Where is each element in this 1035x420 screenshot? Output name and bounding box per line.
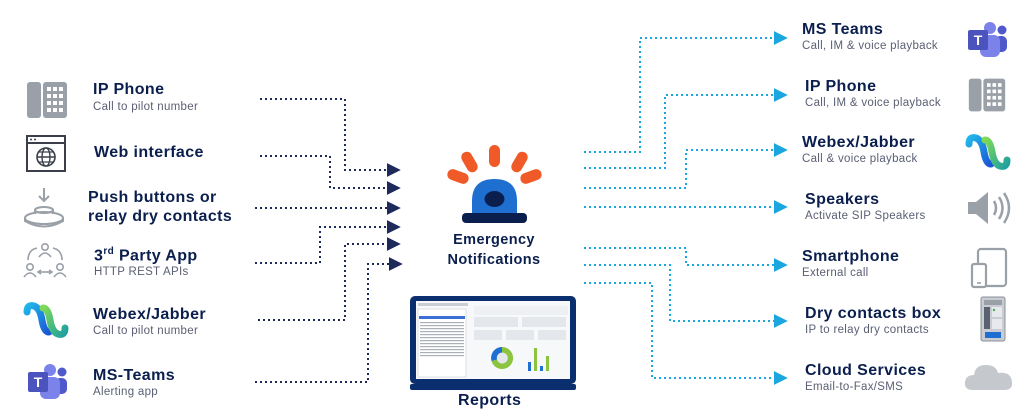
output-subtitle: External call xyxy=(802,267,869,279)
output-title: Dry contacts box xyxy=(805,305,942,322)
input-subtitle: Call to pilot number xyxy=(93,325,199,337)
output-subtitle: Call & voice playback xyxy=(802,153,918,165)
input-push-buttons xyxy=(22,186,66,233)
emergency-beacon xyxy=(440,143,550,232)
output-smartphone xyxy=(970,247,1008,293)
input-title: Push buttons or xyxy=(88,189,217,206)
smartphone-tablet-icon xyxy=(970,247,1008,289)
output-title: Speakers xyxy=(805,191,880,208)
output-title: MS Teams xyxy=(802,21,884,38)
output-subtitle: Activate SIP Speakers xyxy=(805,210,926,222)
arrow-teams-out xyxy=(584,31,788,153)
output-title: Webex/Jabber xyxy=(802,134,915,151)
desk-phone-icon xyxy=(27,82,67,118)
input-title: 3rd Party App xyxy=(94,246,198,265)
arrow-smartphone-out xyxy=(584,247,788,272)
input-3rd-party xyxy=(22,240,68,287)
output-speakers xyxy=(966,190,1014,231)
svg-text:T: T xyxy=(974,32,983,48)
arrow-web-in xyxy=(260,155,401,195)
arrow-cloud-out xyxy=(584,282,788,385)
arrow-ipphone-out xyxy=(584,88,788,169)
network-users-icon xyxy=(23,242,67,278)
input-title-rest: Party App xyxy=(114,247,198,265)
center-label: Emergency Notifications xyxy=(436,230,552,270)
arrow-teams-in xyxy=(255,257,403,383)
output-cloud xyxy=(963,360,1015,397)
output-dry-contacts xyxy=(980,296,1006,347)
arrow-3rdparty-in xyxy=(255,220,401,264)
input-title: Webex/Jabber xyxy=(93,306,206,323)
arrow-webex-out xyxy=(584,143,788,189)
webex-icon xyxy=(23,302,69,338)
input-ip-phone xyxy=(25,78,69,127)
output-subtitle: Call, IM & voice playback xyxy=(802,40,938,52)
input-title-num: 3 xyxy=(94,247,104,265)
reports-monitor[interactable] xyxy=(410,296,576,397)
input-teams: T xyxy=(26,362,68,407)
input-title: MS-Teams xyxy=(93,367,176,384)
output-webex xyxy=(965,134,1011,175)
desk-phone-icon xyxy=(968,78,1006,112)
output-title: Smartphone xyxy=(802,248,900,265)
arrow-ip-phone-in xyxy=(260,98,401,177)
input-title: IP Phone xyxy=(93,81,165,98)
arrow-webex-in xyxy=(258,237,401,321)
teams-icon: T xyxy=(28,364,67,399)
output-teams: T xyxy=(966,20,1008,65)
output-subtitle: IP to relay dry contacts xyxy=(805,324,929,336)
center-label-line2: Notifications xyxy=(447,252,541,268)
input-subtitle: Call to pilot number xyxy=(93,101,199,113)
push-button-icon xyxy=(24,188,64,228)
relay-box-icon xyxy=(980,296,1006,342)
speaker-icon xyxy=(968,192,1011,224)
output-subtitle: Email-to-Fax/SMS xyxy=(805,381,904,393)
center-label-line1: Emergency xyxy=(453,232,535,248)
svg-text:T: T xyxy=(34,374,43,390)
cloud-icon xyxy=(964,365,1013,390)
output-ip-phone xyxy=(966,75,1008,120)
browser-globe-icon xyxy=(26,135,66,172)
reports-label: Reports xyxy=(458,392,522,409)
output-title: Cloud Services xyxy=(805,362,927,379)
input-subtitle: Alerting app xyxy=(93,386,158,398)
input-web xyxy=(26,134,66,179)
input-title: Web interface xyxy=(94,144,204,161)
arrow-drybox-out xyxy=(584,264,788,328)
emergency-beacon-icon xyxy=(447,145,542,223)
input-title-line2: relay dry contacts xyxy=(88,208,233,225)
input-title-sup: rd xyxy=(103,246,115,257)
webex-icon xyxy=(965,134,1011,170)
input-subtitle: HTTP REST APIs xyxy=(94,266,189,278)
teams-icon: T xyxy=(968,22,1007,57)
input-webex xyxy=(23,302,69,343)
output-title: IP Phone xyxy=(805,78,877,95)
reports-monitor-icon xyxy=(410,296,576,390)
output-subtitle: Call, IM & voice playback xyxy=(805,97,941,109)
